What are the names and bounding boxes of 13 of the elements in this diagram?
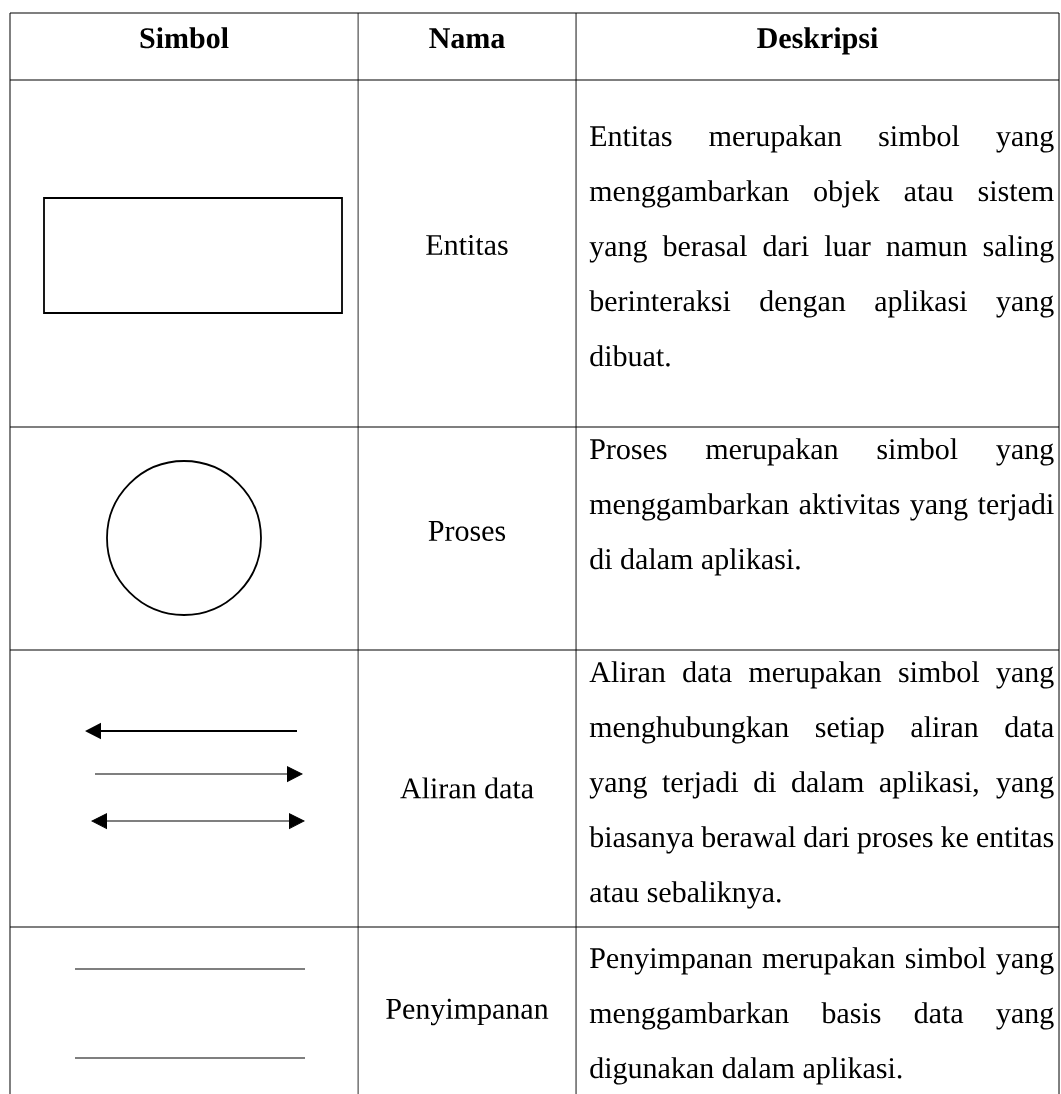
table-cell: Penyimpanan merupakan simbol yang menggambarkan basis data yang digunakan dalam aplikasi. [589,947,1054,1085]
table-header: Nama [429,28,505,49]
table-cell: Entitas merupakan simbol yang menggambarkan objek atau sistem yang berasal dari luar namun saling berinteraksi dengan aplikasi yang dibuat. [589,125,1054,367]
table-cell: Aliran data merupakan simbol yang menghubungkan setiap aliran data yang terjadi di dalam aplikasi, yang biasanya berawal dari proses ke entitas atau sebaliknya. [589,661,1054,909]
table-cell: Proses merupakan simbol yang menggambarkan aktivitas yang terjadi di dalam aplikasi. [589,438,1054,576]
table-cell: Proses [428,521,506,541]
table-cell: Penyimpanan [386,998,549,1026]
circle-symbol [106,460,262,616]
rectangle-symbol [43,197,343,314]
table-header: Simbol [140,27,229,49]
table-cell: Aliran data [400,777,534,799]
table-header: Deskripsi [757,27,878,55]
table-cell: Entitas [426,234,508,256]
